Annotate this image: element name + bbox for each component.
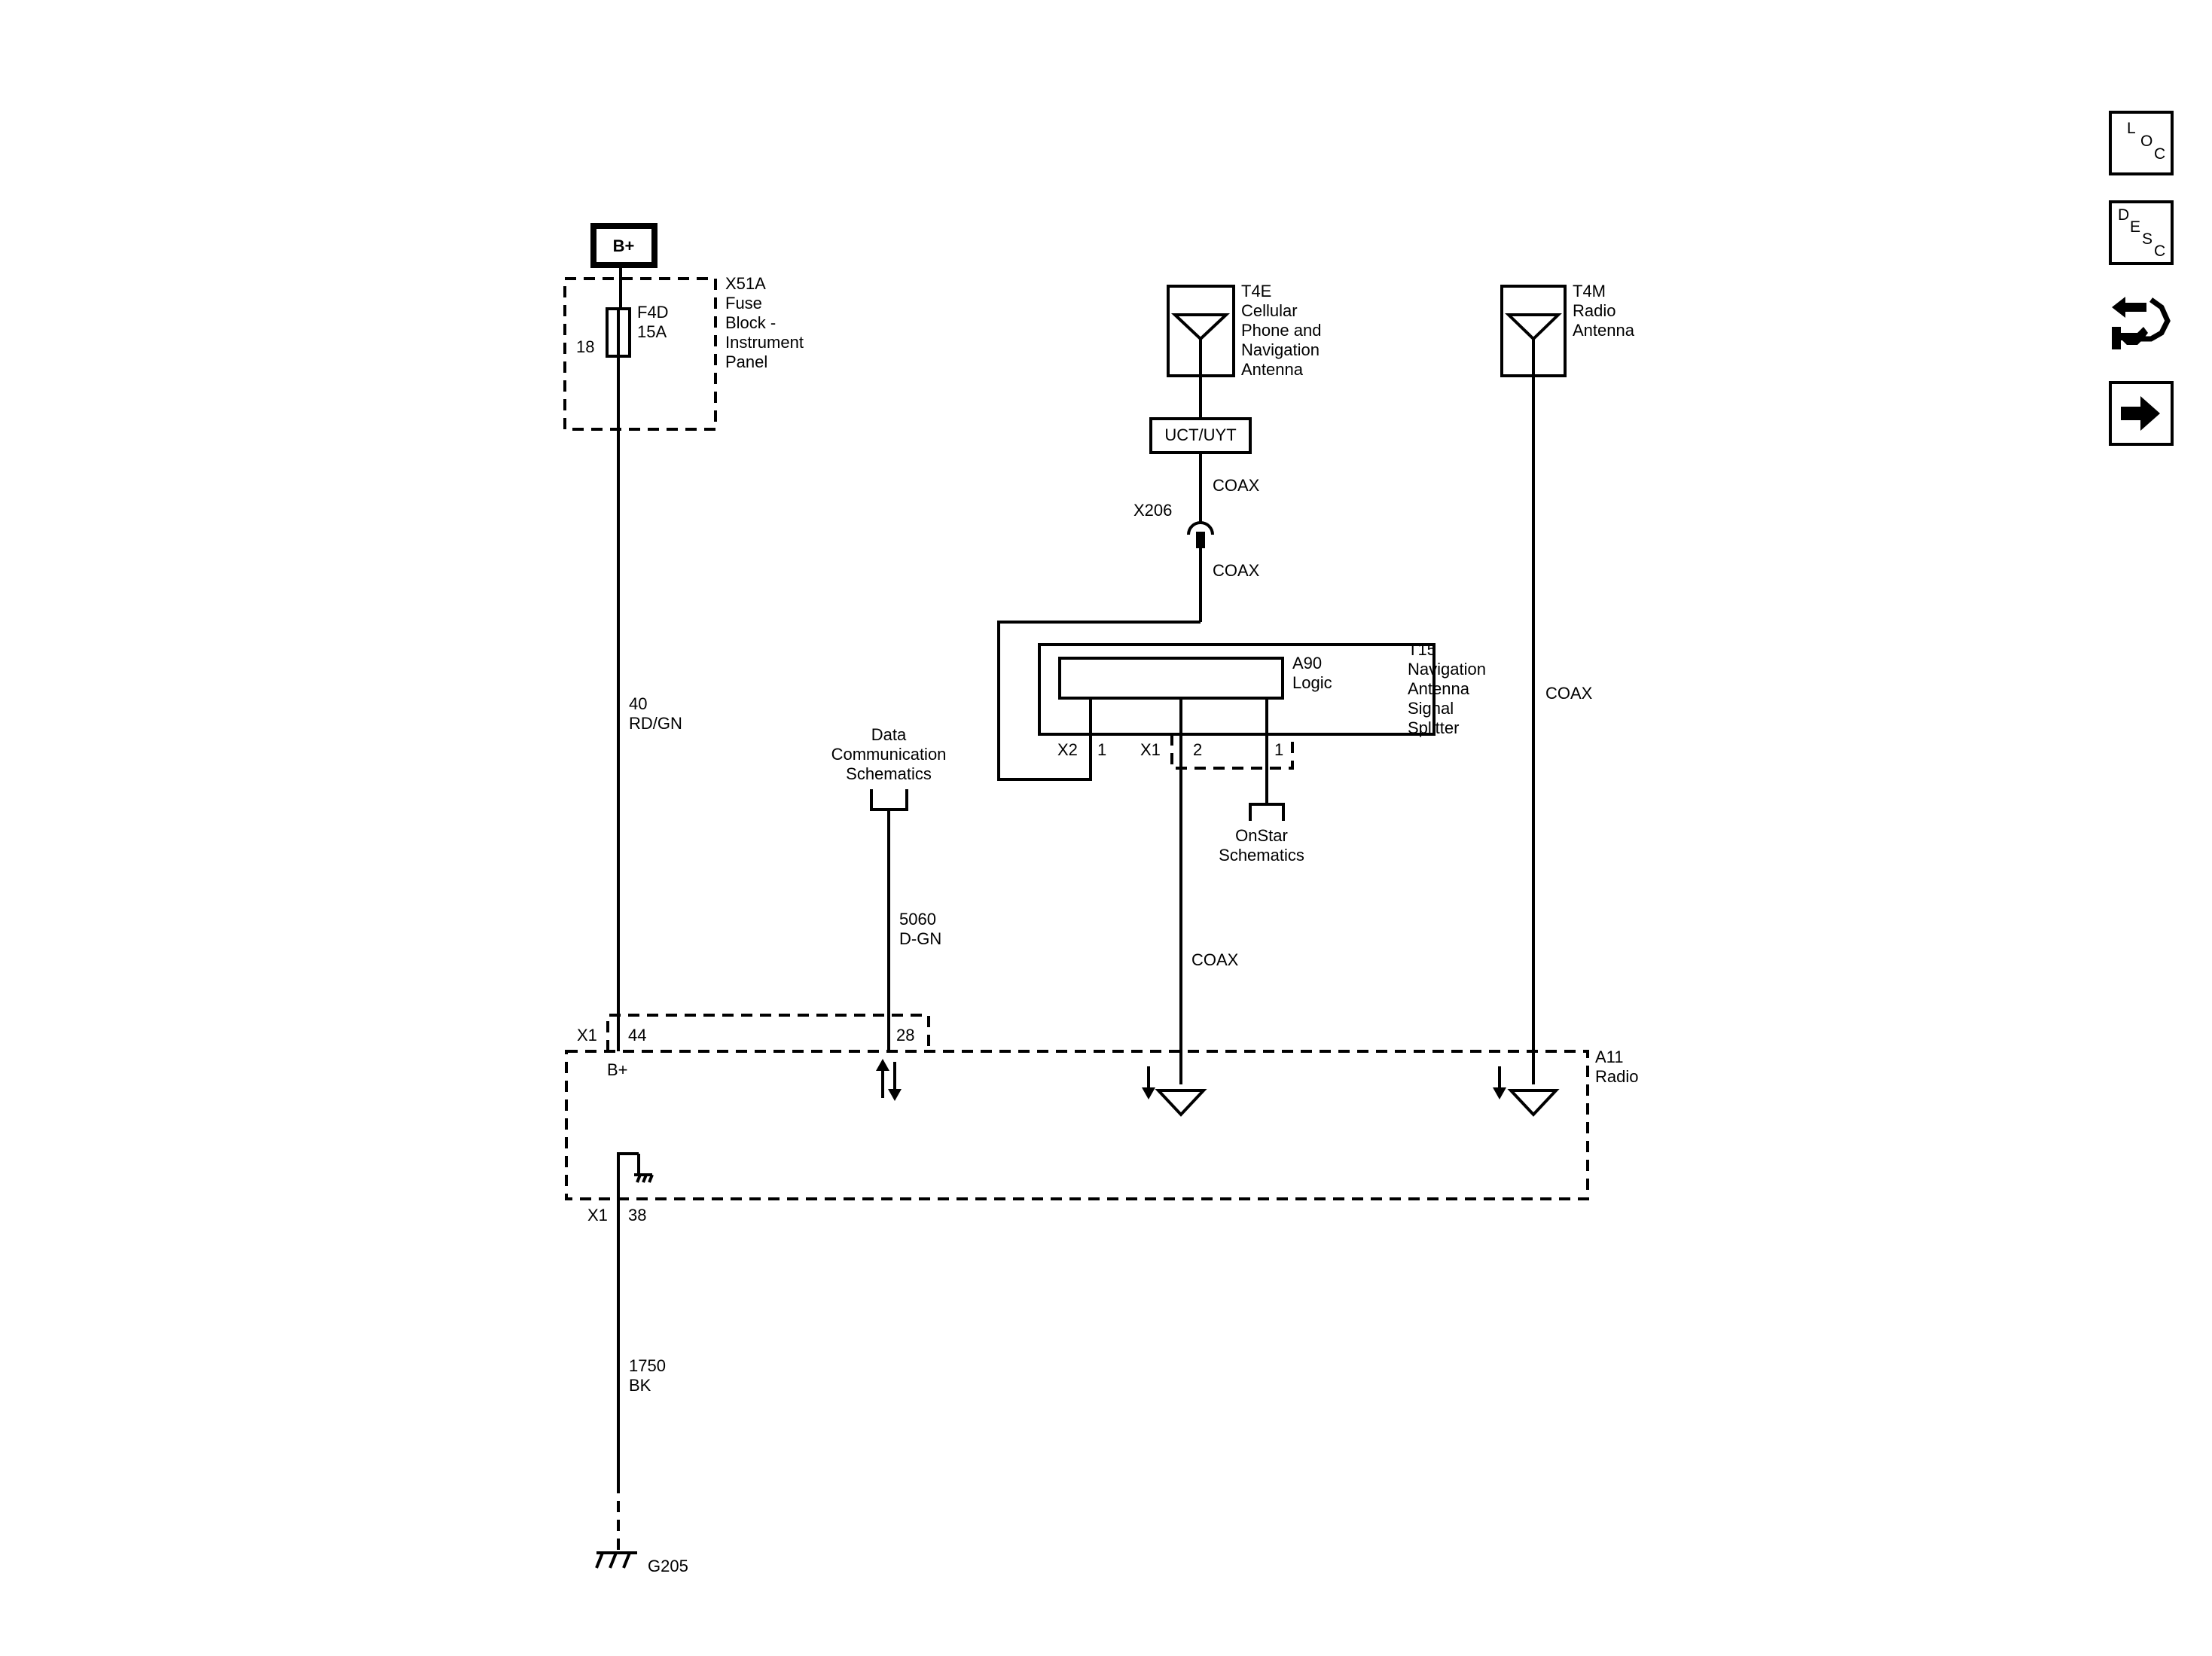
- fuse-id: F4D: [637, 303, 669, 322]
- data-comm-line-3: Schematics: [846, 764, 932, 783]
- desc-letter-d: D: [2118, 206, 2130, 224]
- radio-antenna-line-2: Antenna: [1573, 321, 1635, 340]
- cell-antenna-line-2: Phone and: [1241, 321, 1321, 340]
- data-comm-line-2: Communication: [831, 745, 947, 764]
- desc-letter-s: S: [2142, 230, 2153, 248]
- wire-ground-color: BK: [629, 1376, 651, 1395]
- nav-antenna-input: [1142, 1066, 1207, 1117]
- logic-box: [1058, 657, 1284, 700]
- loc-letter-o: O: [2140, 133, 2153, 150]
- onstar-line-2: Schematics: [1219, 846, 1304, 865]
- radio-x1-bottom-label: X1: [587, 1206, 608, 1224]
- wire-ground-circuit: 1750: [629, 1356, 666, 1375]
- cell-antenna-symbol: [1170, 313, 1231, 376]
- radio-pin-38: 38: [628, 1206, 646, 1224]
- connector-repair-icon: [2112, 297, 2171, 349]
- splitter-line-1: Navigation: [1408, 660, 1486, 679]
- antenna-connector-label: UCT/UYT: [1164, 425, 1236, 444]
- splitter-line-3: Signal: [1408, 699, 1454, 718]
- desc-button[interactable]: D E S C: [2109, 200, 2174, 265]
- splitter-x2-label: X2: [1057, 740, 1078, 759]
- fuse-block-outline: [563, 277, 717, 431]
- g205-ground-symbol: [595, 1551, 637, 1569]
- cell-antenna-line-4: Antenna: [1241, 360, 1304, 379]
- fuse-block-line-2: Block -: [725, 313, 776, 332]
- radio-pin-28: 28: [896, 1026, 914, 1045]
- wire-power-color: RD/GN: [629, 714, 682, 733]
- splitter-line-2: Antenna: [1408, 679, 1470, 698]
- splitter-x1-connector: [1170, 734, 1294, 770]
- radio-internal-ground-lead: [617, 1152, 639, 1199]
- coax-label-3: COAX: [1191, 950, 1239, 969]
- coax-label-1: COAX: [1213, 476, 1260, 495]
- x206-plug: [1196, 532, 1205, 548]
- coax-label-2: COAX: [1213, 561, 1260, 580]
- cell-antenna-line-1: Cellular: [1241, 301, 1298, 320]
- splitter-line-4: Splitter: [1408, 718, 1459, 737]
- bplus-label: B+: [613, 236, 635, 255]
- radio-x1-top-label: X1: [577, 1026, 597, 1045]
- radio-label: Radio: [1595, 1067, 1638, 1086]
- radio-antenna-id: T4M: [1573, 282, 1606, 300]
- data-comm-reference-bracket: [870, 789, 908, 811]
- fuse-block-id: X51A: [725, 274, 766, 293]
- wire-coax-to-x2: [997, 621, 1201, 781]
- loc-button[interactable]: L O C: [2109, 111, 2174, 175]
- logic-id: A90: [1292, 654, 1322, 672]
- arrow-right-icon: [2121, 396, 2160, 431]
- wire-power-circuit: 40: [629, 694, 647, 713]
- splitter-x1-pin-2: 2: [1193, 740, 1202, 759]
- ground-label: G205: [648, 1557, 688, 1575]
- cell-antenna-line-3: Navigation: [1241, 340, 1320, 359]
- radio-antenna-line-1: Radio: [1573, 301, 1616, 320]
- data-bidirectional-arrows: [876, 1059, 902, 1101]
- radio-id: A11: [1595, 1048, 1624, 1066]
- next-button[interactable]: [2109, 381, 2174, 446]
- splitter-x1-pin-1: 1: [1274, 740, 1283, 759]
- fuse-pin: 18: [576, 337, 594, 356]
- x206-label: X206: [1133, 501, 1172, 520]
- radio-antenna-input: [1493, 1066, 1560, 1117]
- loc-letter-l: L: [2127, 120, 2136, 137]
- splitter-id: T15: [1408, 640, 1436, 659]
- coax-label-4: COAX: [1545, 684, 1593, 703]
- fuse-rating: 15A: [637, 322, 667, 341]
- radio-x1-connector: [606, 1014, 930, 1051]
- data-comm-line-1: Data: [871, 725, 907, 744]
- cell-antenna-id: T4E: [1241, 282, 1271, 300]
- onstar-line-1: OnStar: [1235, 826, 1288, 845]
- bplus-source: B+: [590, 223, 657, 268]
- desc-letter-e: E: [2130, 218, 2141, 236]
- desc-letter-c: C: [2154, 242, 2166, 260]
- radio-outline: [565, 1050, 1589, 1200]
- radio-bplus-label: B+: [607, 1060, 628, 1079]
- radio-pin-44: 44: [628, 1026, 646, 1045]
- fuse-block-line-4: Panel: [725, 352, 767, 371]
- onstar-reference-bracket: [1249, 803, 1285, 821]
- fuse-block-line-1: Fuse: [725, 294, 762, 313]
- splitter-x1-label: X1: [1140, 740, 1161, 759]
- radio-internal-ground-symbol: [634, 1154, 654, 1183]
- loc-letter-c: C: [2154, 145, 2166, 163]
- radio-antenna-symbol: [1505, 313, 1562, 341]
- splitter-box: [1038, 643, 1436, 736]
- connector-repair-button[interactable]: [2109, 291, 2174, 358]
- splitter-x2-pin: 1: [1097, 740, 1106, 759]
- fuse-block-line-3: Instrument: [725, 333, 804, 352]
- wire-data-circuit: 5060: [899, 910, 936, 929]
- logic-label: Logic: [1292, 673, 1332, 692]
- wire-data-color: D-GN: [899, 929, 941, 948]
